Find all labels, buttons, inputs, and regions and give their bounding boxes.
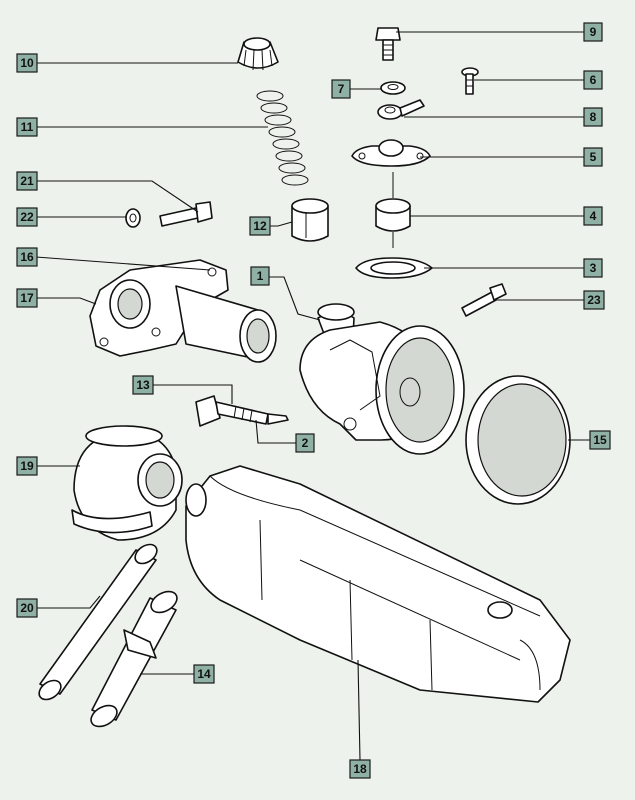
svg-text:2: 2 (302, 436, 309, 450)
leader-lines (35, 31, 590, 761)
svg-text:6: 6 (590, 73, 597, 87)
callout-13: 13 (132, 375, 154, 395)
callout-1: 1 (250, 266, 270, 286)
callout-18: 18 (349, 759, 371, 779)
callout-19: 19 (16, 456, 38, 476)
throttle-spring-icon (256, 90, 309, 186)
silencer-box-icon (185, 465, 571, 703)
callout-5: 5 (583, 147, 603, 167)
inlet-manifold-icon (89, 259, 277, 363)
screw-icon (461, 67, 479, 95)
air-filter-housing-icon (71, 425, 183, 541)
svg-text:3: 3 (590, 261, 597, 275)
callout-4: 4 (583, 206, 603, 226)
svg-text:17: 17 (20, 291, 34, 305)
callout-11: 11 (16, 117, 38, 137)
callout-23: 23 (583, 290, 605, 310)
callout-17: 17 (16, 288, 38, 308)
callout-8: 8 (583, 107, 603, 127)
svg-text:13: 13 (136, 378, 150, 392)
svg-text:16: 16 (20, 250, 34, 264)
adjuster-screw-icon (195, 395, 289, 427)
svg-text:14: 14 (197, 667, 211, 681)
svg-text:12: 12 (253, 219, 267, 233)
svg-text:23: 23 (587, 293, 601, 307)
connector-icon (90, 590, 178, 728)
banjo-bolt-icon (375, 27, 401, 61)
svg-text:11: 11 (21, 120, 34, 134)
throttle-slide-icon (291, 198, 329, 242)
washer-icon (380, 81, 406, 95)
bolt-icon (159, 201, 213, 227)
gasket-icon (355, 257, 433, 279)
callout-6: 6 (583, 70, 603, 90)
svg-text:20: 20 (20, 601, 34, 615)
svg-text:19: 19 (20, 459, 34, 473)
callout-21: 21 (16, 171, 38, 191)
svg-text:1: 1 (257, 269, 264, 283)
washer-icon (125, 208, 141, 228)
callout-15: 15 (589, 430, 611, 450)
svg-text:15: 15 (593, 433, 607, 447)
svg-text:7: 7 (338, 82, 345, 96)
mixing-chamber-cap-icon (237, 37, 279, 71)
float-icon (375, 172, 411, 248)
svg-text:9: 9 (590, 25, 597, 39)
callout-20: 20 (16, 598, 38, 618)
callout-10: 10 (16, 53, 38, 73)
callout-9: 9 (583, 22, 603, 42)
banjo-union-icon (377, 99, 425, 120)
svg-text:18: 18 (353, 762, 367, 776)
callout-14: 14 (193, 664, 215, 684)
svg-text:5: 5 (590, 150, 597, 164)
svg-text:10: 10 (20, 56, 34, 70)
callout-7: 7 (331, 79, 351, 99)
callout-22: 22 (16, 207, 38, 227)
svg-text:22: 22 (20, 210, 34, 224)
svg-text:8: 8 (590, 110, 597, 124)
svg-text:21: 21 (20, 174, 34, 188)
hose-icon (38, 543, 158, 701)
float-chamber-cover-icon (351, 139, 431, 167)
air-filter-icon (465, 375, 571, 505)
callout-2: 2 (295, 433, 315, 453)
svg-text:4: 4 (590, 209, 597, 223)
callout-3: 3 (583, 258, 603, 278)
callout-16: 16 (16, 247, 38, 267)
callout-12: 12 (249, 216, 271, 236)
carburettor-body-icon (299, 303, 465, 455)
